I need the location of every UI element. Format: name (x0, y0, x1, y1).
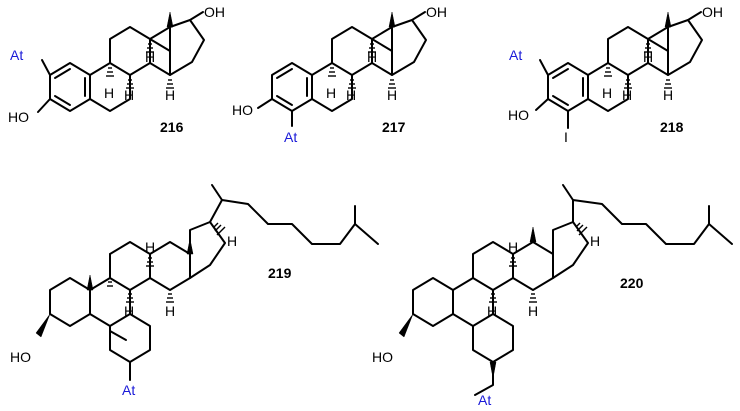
stereo-h-9: H (104, 85, 114, 101)
astatine-label: At (284, 129, 297, 145)
stereo-h-14b: H (663, 87, 673, 103)
stereo-h-17: H (590, 233, 600, 249)
stereo-h-14b: H (528, 303, 538, 319)
astatine-label: At (10, 47, 23, 63)
compound-number-218: 218 (660, 119, 684, 135)
astatine-label: At (478, 392, 491, 408)
astatine-label: At (509, 47, 522, 63)
stereo-h-14b: H (165, 87, 175, 103)
stereo-h-8: H (622, 87, 632, 103)
hydroxyl-17-label: OH (426, 4, 447, 20)
stereo-h-8: H (487, 303, 497, 319)
hydroxyl-3-label: HO (372, 349, 393, 365)
stereo-h-8: H (124, 87, 134, 103)
hydroxyl-3-label: HO (508, 107, 529, 123)
hydroxyl-3-label: HO (10, 349, 31, 365)
stereo-h-17: H (227, 233, 237, 249)
stereo-h-14: H (508, 239, 518, 255)
stereo-h-8: H (346, 87, 356, 103)
stereo-h-14: H (145, 49, 155, 65)
compound-number-220: 220 (620, 275, 644, 291)
stereo-h-14: H (145, 239, 155, 255)
compound-217: H H H H HO At OH 217 (232, 4, 447, 145)
stereo-h-8: H (124, 303, 134, 319)
compound-218: H H H H At HO I OH 218 (508, 4, 723, 145)
compound-number-217: 217 (382, 119, 406, 135)
compound-220: H H H H HO At 220 (372, 184, 733, 408)
compound-219: H H H H HO At 219 (10, 184, 379, 398)
stereo-h-14: H (643, 49, 653, 65)
hydroxyl-17-label: OH (702, 4, 723, 20)
stereo-h-9: H (326, 85, 336, 101)
compound-number-216: 216 (160, 119, 184, 135)
hydroxyl-3-label: HO (8, 109, 29, 125)
stereo-h-14b: H (165, 303, 175, 319)
compound-number-219: 219 (268, 265, 292, 281)
stereo-h-14: H (367, 49, 377, 65)
stereo-h-9: H (602, 85, 612, 101)
hydroxyl-3-label: HO (232, 102, 253, 118)
hydroxyl-17-label: OH (204, 4, 225, 20)
compound-216: H H H H At HO OH 216 (8, 4, 225, 135)
stereo-h-14b: H (387, 87, 397, 103)
iodine-label: I (564, 129, 568, 145)
astatine-label: At (122, 382, 135, 398)
